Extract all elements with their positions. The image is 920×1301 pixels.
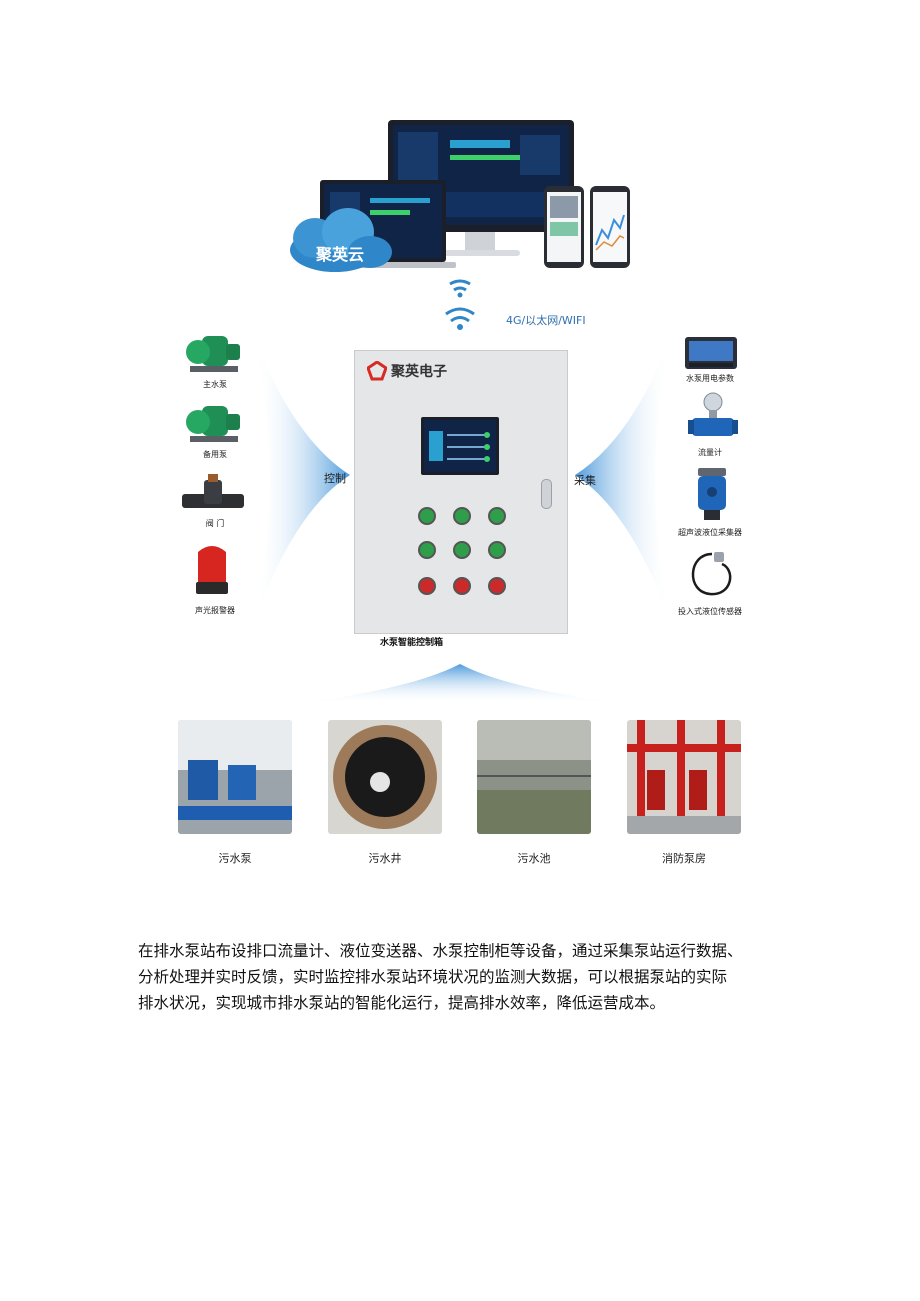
fire-pump-room-photo: [627, 720, 741, 834]
control-device-label-2: 备用泵: [203, 450, 227, 459]
green-button-3: [488, 507, 506, 525]
top-illustration: 聚英云: [280, 110, 640, 280]
collect-device-label-3: 超声波液位采集器: [678, 528, 742, 537]
ultrasonic-level-icon: [692, 466, 732, 524]
control-device-label-1: 主水泵: [203, 380, 227, 389]
red-button-1: [418, 577, 436, 595]
sewage-well-photo: [328, 720, 442, 834]
bottom-glow: [290, 660, 630, 706]
valve-icon: [180, 472, 246, 516]
backup-pump-icon: [184, 400, 244, 446]
red-button-2: [453, 577, 471, 595]
collect-device-label-1: 水泵用电参数: [686, 374, 734, 383]
collect-label: 采集: [574, 474, 596, 487]
green-button-2: [453, 507, 471, 525]
sewage-pump-photo: [178, 720, 292, 834]
touch-screen: [421, 417, 499, 475]
site-label-2: 污水井: [368, 852, 402, 865]
phone-icon: [544, 186, 630, 268]
main-pump-icon: [184, 330, 244, 376]
sewage-pool-photo: [477, 720, 591, 834]
cloud-brand-text: 聚英云: [315, 245, 364, 264]
paragraph-line-1: 在排水泵站布设排口流量计、液位变送器、水泵控制柜等设备，通过采集泵站运行数据、: [138, 942, 743, 960]
description-paragraph: 在排水泵站布设排口流量计、液位变送器、水泵控制柜等设备，通过采集泵站运行数据、 …: [138, 938, 798, 1016]
site-label-3: 污水池: [517, 852, 551, 865]
paragraph-line-2: 分析处理并实时反馈，实时监控排水泵站环境状况的监测大数据，可以根据泵站的实际: [138, 968, 728, 986]
flow-meter-icon: [686, 392, 740, 442]
wifi-icon: [440, 276, 480, 336]
control-label: 控制: [324, 472, 346, 485]
green-button-6: [488, 541, 506, 559]
control-cabinet: 聚英电子: [354, 350, 568, 634]
power-meter-icon: [684, 336, 738, 370]
green-button-1: [418, 507, 436, 525]
cabinet-handle: [541, 479, 552, 509]
cabinet-caption: 水泵智能控制箱: [380, 638, 444, 648]
paragraph-line-3: 排水状况，实现城市排水泵站的智能化运行，提高排水效率，降低运营成本。: [138, 994, 666, 1012]
brand-logo-icon: [366, 360, 388, 381]
control-device-label-4: 声光报警器: [195, 606, 235, 615]
control-device-label-3: 阀 门: [205, 519, 225, 528]
alarm-light-icon: [192, 542, 232, 600]
collect-device-label-4: 投入式液位传感器: [678, 607, 742, 616]
cloud-icon: [290, 208, 392, 272]
cabinet-brand-text: 聚英电子: [391, 364, 447, 380]
red-button-3: [488, 577, 506, 595]
left-glow: [255, 340, 355, 620]
right-glow: [570, 340, 670, 620]
site-label-4: 消防泵房: [662, 852, 706, 865]
site-label-1: 污水泵: [218, 852, 252, 865]
green-button-5: [453, 541, 471, 559]
collect-device-label-2: 流量计: [698, 448, 722, 457]
network-label: 4G/以太网/WIFI: [506, 314, 586, 327]
green-button-4: [418, 541, 436, 559]
submersible-sensor-icon: [682, 548, 740, 602]
